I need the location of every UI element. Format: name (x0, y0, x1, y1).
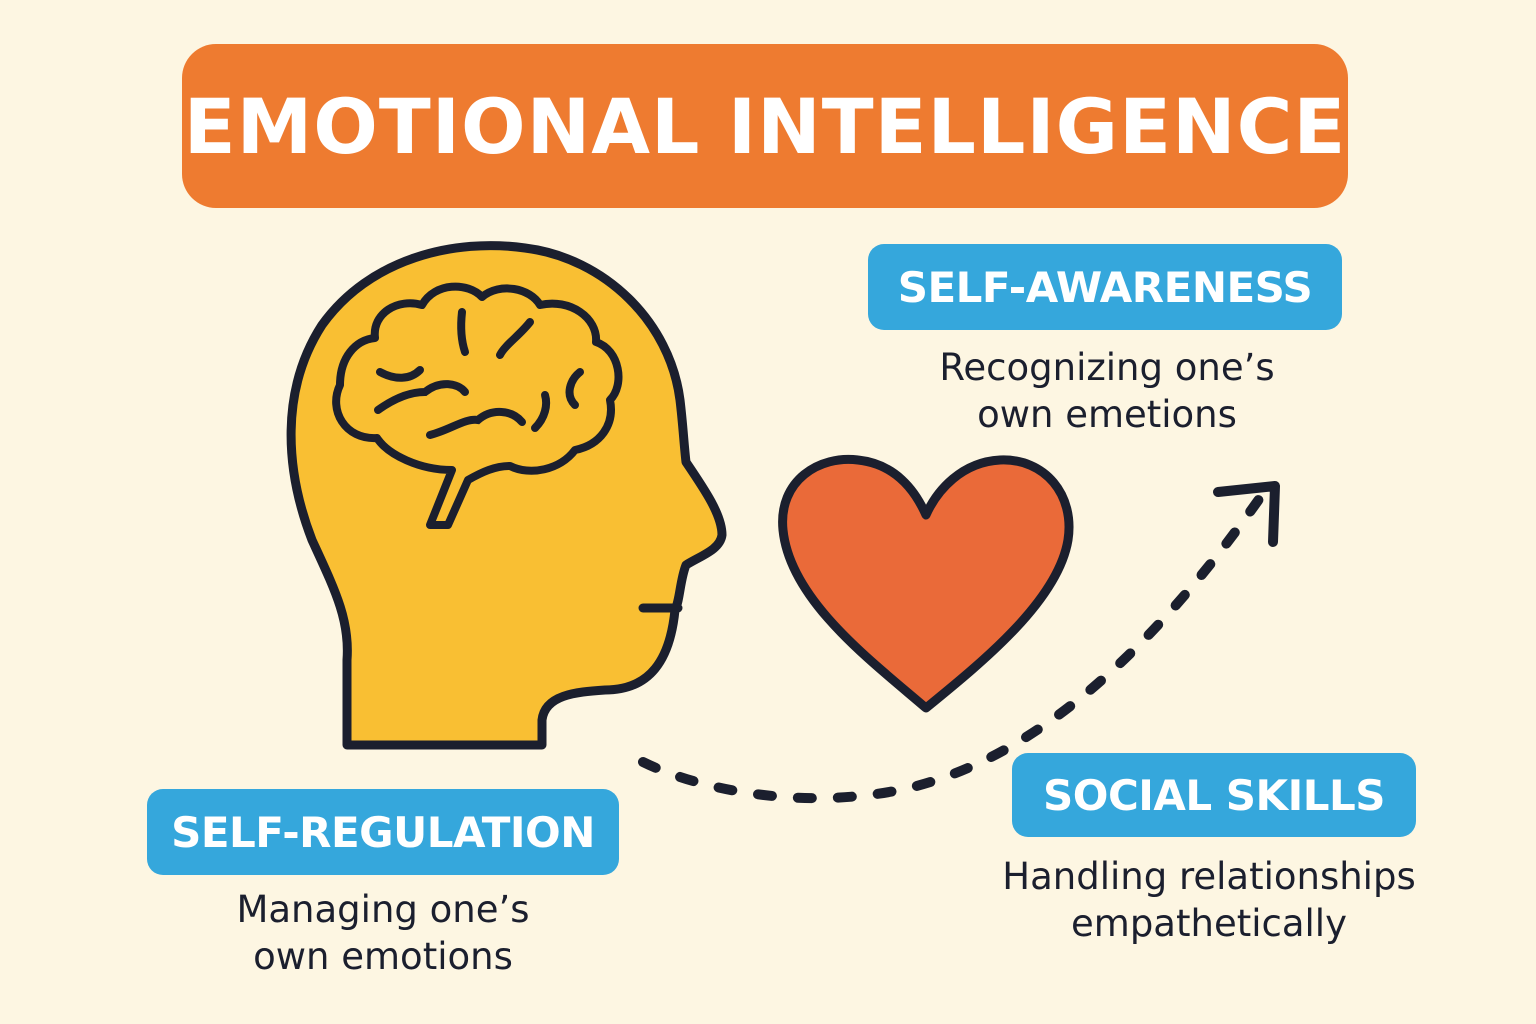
arrow-head (1213, 481, 1280, 547)
brain-fold-7 (565, 368, 584, 409)
brain-fold-2 (496, 318, 534, 359)
self-regulation-label-box: SELF-REGULATION (147, 789, 619, 875)
self-awareness-label: SELF-AWARENESS (897, 262, 1313, 312)
self-awareness-description-line1: Recognizing one’s (939, 346, 1275, 389)
self-awareness-label-box: SELF-AWARENESS (868, 244, 1342, 330)
social-skills-description-line2: empathetically (1071, 902, 1347, 945)
brain-fold-4 (374, 380, 469, 414)
dashed-arrow-path (638, 490, 1267, 804)
title-banner: EMOTIONAL INTELLIGENCE (182, 44, 1348, 208)
dashed-arrow-icon (638, 481, 1280, 804)
social-skills-description-line1: Handling relationships (1002, 855, 1416, 898)
head-with-brain-icon (286, 241, 727, 750)
brain-fold-6 (531, 391, 551, 432)
social-skills-label: SOCIAL SKILLS (1043, 770, 1386, 820)
self-regulation-description-line2: own emotions (253, 935, 513, 978)
brain-outline (332, 282, 623, 529)
social-skills-description: Handling relationships empathetically (962, 853, 1456, 947)
social-skills-label-box: SOCIAL SKILLS (1012, 753, 1416, 837)
page-title: EMOTIONAL INTELLIGENCE (183, 81, 1347, 171)
brain-fold-5 (426, 408, 526, 439)
self-regulation-description-line1: Managing one’s (236, 888, 530, 931)
self-awareness-description: Recognizing one’s own emetions (870, 344, 1344, 438)
brain-fold-1 (457, 308, 469, 356)
self-regulation-description: Managing one’s own emotions (147, 886, 619, 980)
self-awareness-description-line2: own emetions (977, 393, 1237, 436)
self-regulation-label: SELF-REGULATION (171, 807, 595, 857)
heart-icon (778, 454, 1074, 713)
head-shape (286, 241, 727, 750)
brain-fold-3 (376, 366, 424, 382)
